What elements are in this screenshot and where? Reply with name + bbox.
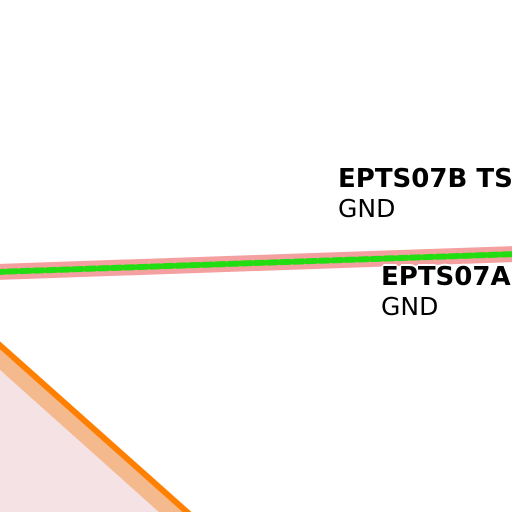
map-label-epts07a[interactable]: EPTS07A GND: [381, 264, 511, 319]
area-border-line[interactable]: [0, 340, 196, 512]
map-label-name: EPTS07B TS: [338, 164, 512, 194]
map-label-sub: GND: [338, 194, 396, 223]
area-border-casing: [0, 348, 183, 512]
map-label-name: EPTS07A: [381, 262, 511, 292]
map-label-sub: GND: [381, 292, 439, 321]
map-label-epts07b[interactable]: EPTS07B TS GND: [338, 166, 512, 221]
track-centerline[interactable]: [0, 251, 512, 275]
